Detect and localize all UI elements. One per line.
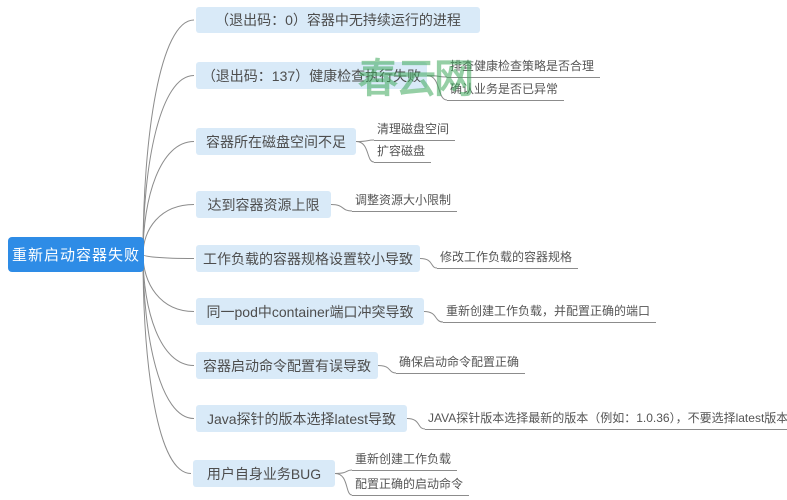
connector-line bbox=[142, 141, 195, 255]
sub-item: 扩容磁盘 bbox=[374, 144, 432, 163]
sub-item: 确保启动命令配置正确 bbox=[396, 355, 526, 374]
sub-item: 重新创建工作负载 bbox=[352, 452, 458, 471]
sub-item: JAVA探针版本选择最新的版本（例如：1.0.36），不要选择latest版本 bbox=[425, 411, 787, 430]
connector-line bbox=[426, 75, 448, 101]
sub-item: 调整资源大小限制 bbox=[352, 193, 458, 212]
connector-line bbox=[142, 75, 195, 255]
sub-item: 重新创建工作负载，并配置正确的端口 bbox=[443, 304, 657, 323]
branch-node: 容器启动命令配置有误导致 bbox=[196, 352, 378, 379]
branch-node: 同一pod中container端口冲突导致 bbox=[196, 298, 424, 325]
sub-item: 排查健康检查策略是否合理 bbox=[447, 59, 601, 78]
connector-line bbox=[355, 141, 375, 163]
sub-item: 清理磁盘空间 bbox=[374, 122, 456, 141]
connector-line bbox=[334, 473, 353, 496]
branch-node: Java探针的版本选择latest导致 bbox=[196, 405, 407, 432]
sub-item: 配置正确的启动命令 bbox=[352, 477, 470, 496]
branch-node: 工作负载的容器规格设置较小导致 bbox=[196, 245, 420, 272]
connector-line bbox=[423, 311, 444, 323]
connector-line bbox=[377, 365, 397, 374]
connector-line bbox=[142, 19, 195, 255]
connector-line bbox=[142, 254, 192, 474]
connector-line bbox=[142, 254, 195, 419]
connector-line bbox=[406, 418, 426, 430]
connector-line bbox=[355, 139, 375, 142]
sub-item: 修改工作负载的容器规格 bbox=[437, 250, 579, 269]
branch-node: 容器所在磁盘空间不足 bbox=[196, 128, 356, 155]
branch-node: （退出码：137）健康检查执行失败 bbox=[196, 62, 427, 89]
connector-line bbox=[142, 204, 195, 255]
connector-line bbox=[419, 258, 438, 269]
sub-item: 确认业务是否已异常 bbox=[447, 82, 565, 101]
branch-node: 用户自身业务BUG bbox=[193, 460, 335, 487]
connector-line bbox=[334, 469, 353, 474]
connector-line bbox=[330, 204, 353, 212]
connector-line bbox=[142, 254, 195, 366]
connector-line bbox=[142, 254, 195, 259]
branch-node: （退出码：0）容器中无持续运行的进程 bbox=[196, 7, 480, 33]
branch-node: 达到容器资源上限 bbox=[196, 191, 331, 218]
root-node: 重新启动容器失败 bbox=[8, 237, 144, 272]
connector-line bbox=[142, 254, 195, 312]
